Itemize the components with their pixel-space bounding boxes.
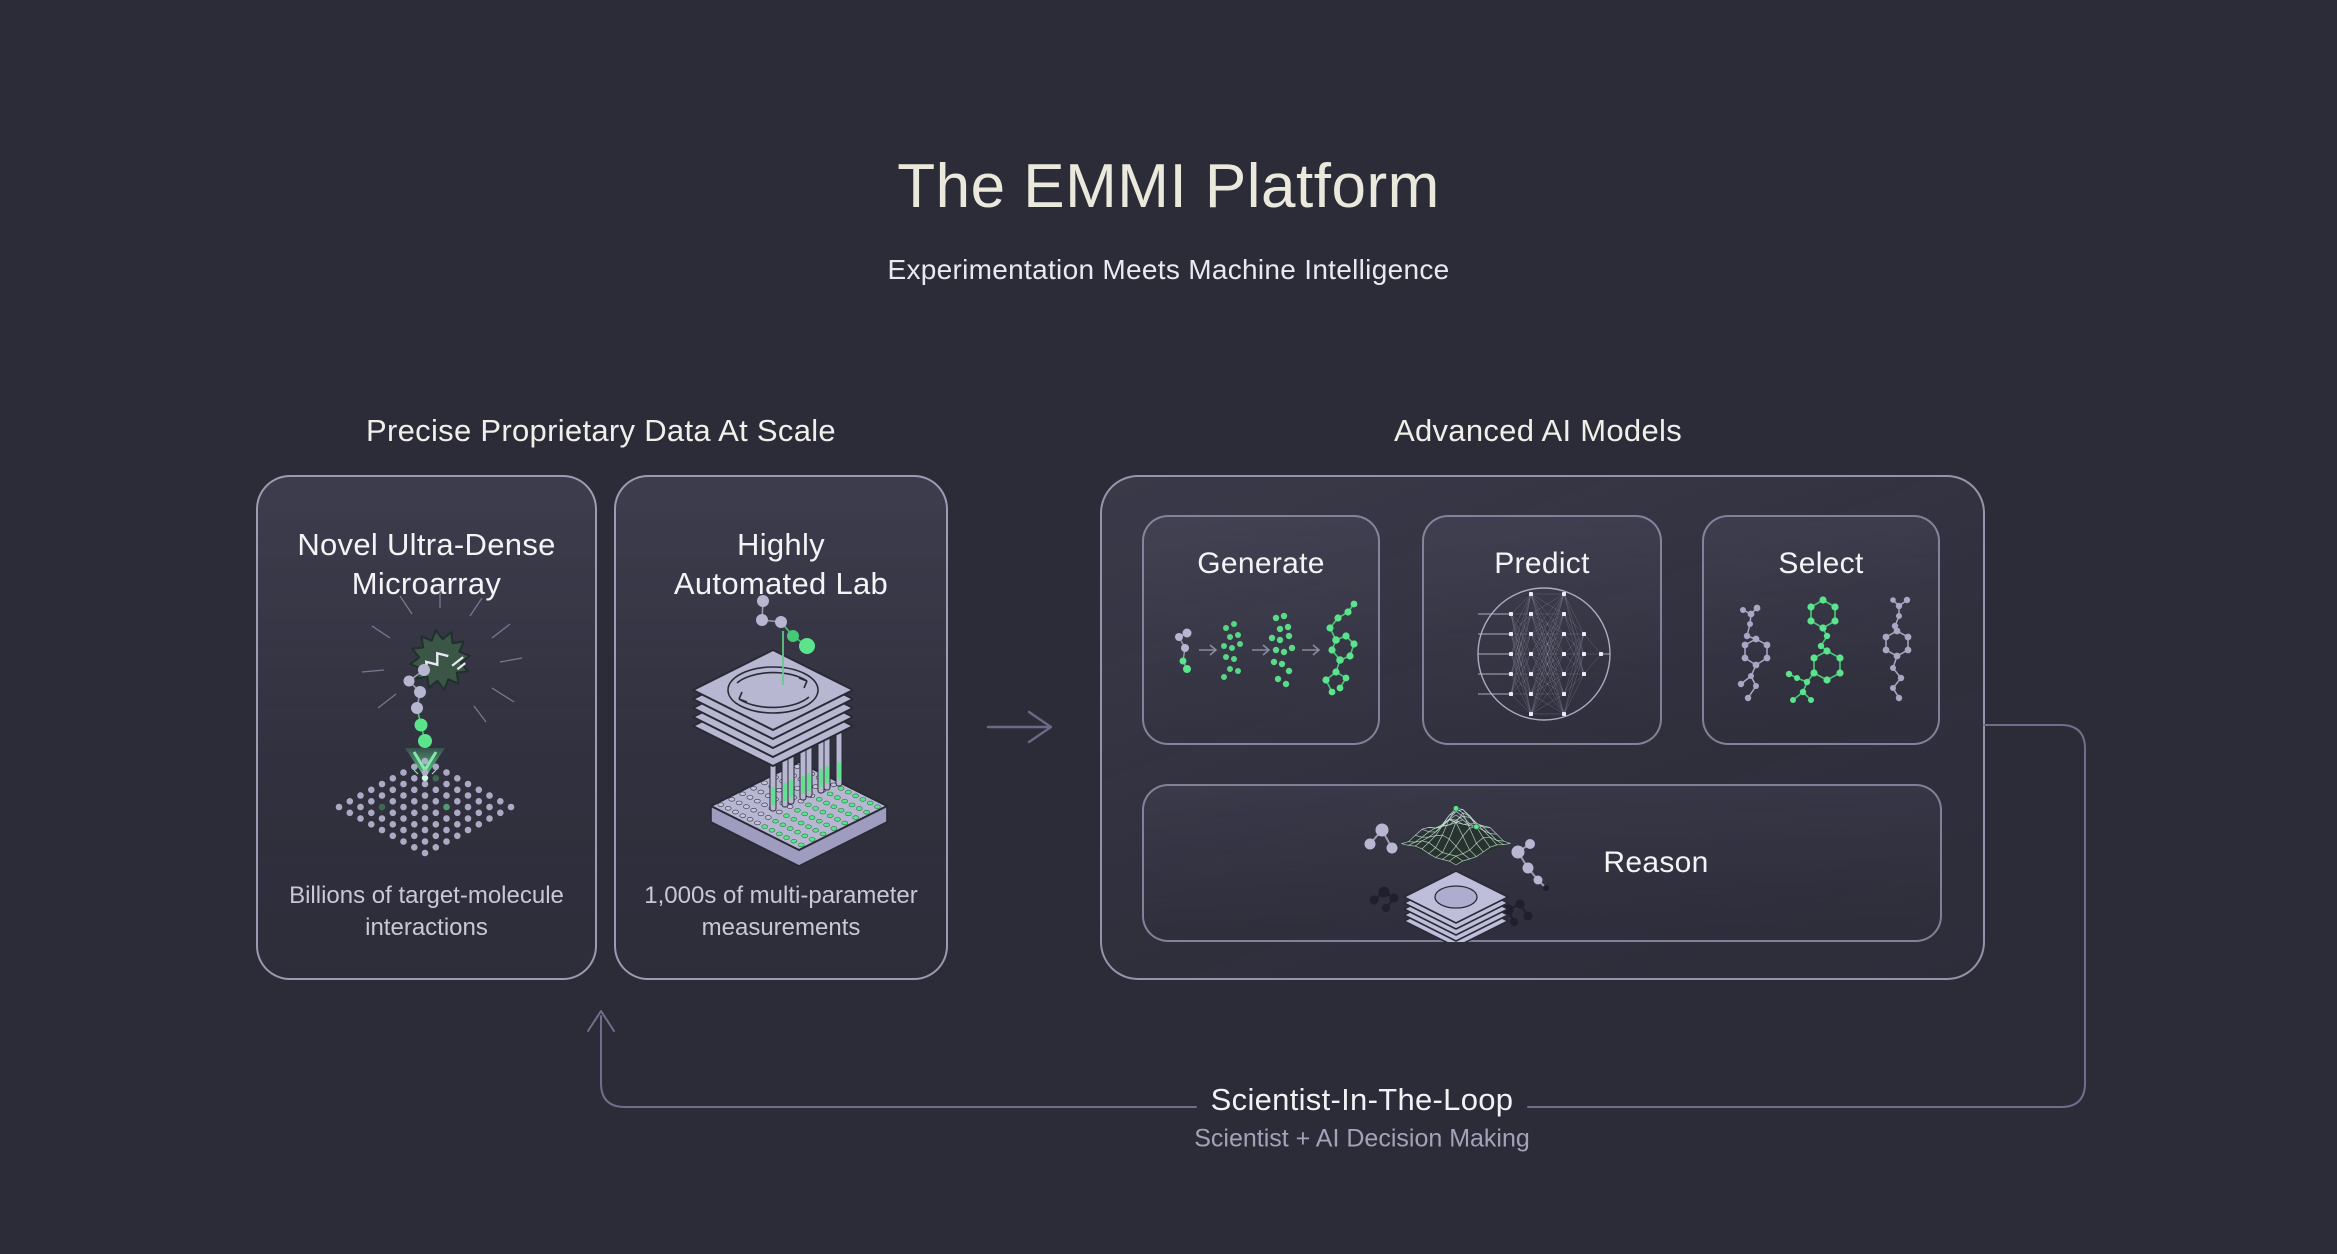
left-section-label: Precise Proprietary Data At Scale [366, 413, 836, 448]
card-microarray-title: Novel Ultra-Dense Microarray [297, 527, 556, 601]
starburst-rays-icon [361, 586, 523, 723]
seed-molecule [1175, 628, 1192, 673]
right-section-label: Advanced AI Models [1393, 413, 1683, 448]
card-predict: Predict [1422, 515, 1662, 745]
loop-arrowhead-icon [587, 1010, 615, 1032]
microarray-illustration [335, 586, 523, 857]
card-generate: Generate [1142, 515, 1380, 745]
molecule-generation-icon [1175, 600, 1358, 696]
neural-network-icon [1477, 587, 1611, 721]
input-lines [1478, 613, 1610, 695]
card-automated-lab: Highly Automated Lab [614, 475, 948, 980]
automated-lab-illustration [692, 595, 888, 867]
card-select-label: Select [1778, 547, 1864, 580]
card-reason: Reason [1142, 784, 1942, 942]
diffusing-dots-2 [1268, 612, 1296, 688]
card-microarray: Novel Ultra-Dense Microarray [256, 475, 597, 980]
context-molecule-left [1364, 823, 1398, 854]
card-select: Select [1702, 515, 1940, 745]
response-surface-illustration [1364, 805, 1549, 942]
sample-molecule-icon [756, 595, 815, 654]
candidate-molecule-right [1882, 596, 1912, 702]
context-molecule-right [1511, 839, 1549, 891]
candidate-molecule-left [1737, 604, 1771, 702]
card-automated-lab-caption: 1,000s of multi-parameter measurements [644, 882, 918, 941]
network-layers [1509, 592, 1603, 716]
model-stack-icon [1403, 870, 1509, 942]
response-surface-mesh [1401, 805, 1511, 866]
generated-molecule [1322, 600, 1358, 696]
well-plate-icon [710, 761, 888, 867]
loop-sublabel: Scientist + AI Decision Making [1194, 1124, 1530, 1153]
page-subtitle: Experimentation Meets Machine Intelligen… [887, 254, 1450, 285]
plate-stack-icon [692, 649, 854, 767]
selected-molecule-center [1785, 596, 1844, 703]
card-reason-label: Reason [1603, 846, 1709, 879]
microarray-dot-grid [335, 757, 515, 857]
card-generate-label: Generate [1197, 547, 1325, 580]
card-automated-lab-title: Highly Automated Lab [673, 527, 889, 601]
step-arrows [1199, 644, 1321, 656]
card-predict-label: Predict [1494, 547, 1590, 580]
molecule-selection-icon [1737, 596, 1912, 703]
probe-chain-icon [403, 664, 432, 748]
loop-label: Scientist-In-The-Loop [1210, 1082, 1514, 1117]
page-title: The EMMI Platform [897, 152, 1440, 221]
advanced-ai-models-container: Generate [1100, 475, 1985, 980]
card-microarray-caption: Billions of target-molecule interactions [289, 882, 564, 941]
right-arrow-icon [986, 710, 1053, 744]
shadow-molecules [1369, 886, 1533, 926]
diffusing-dots-1 [1221, 621, 1243, 680]
